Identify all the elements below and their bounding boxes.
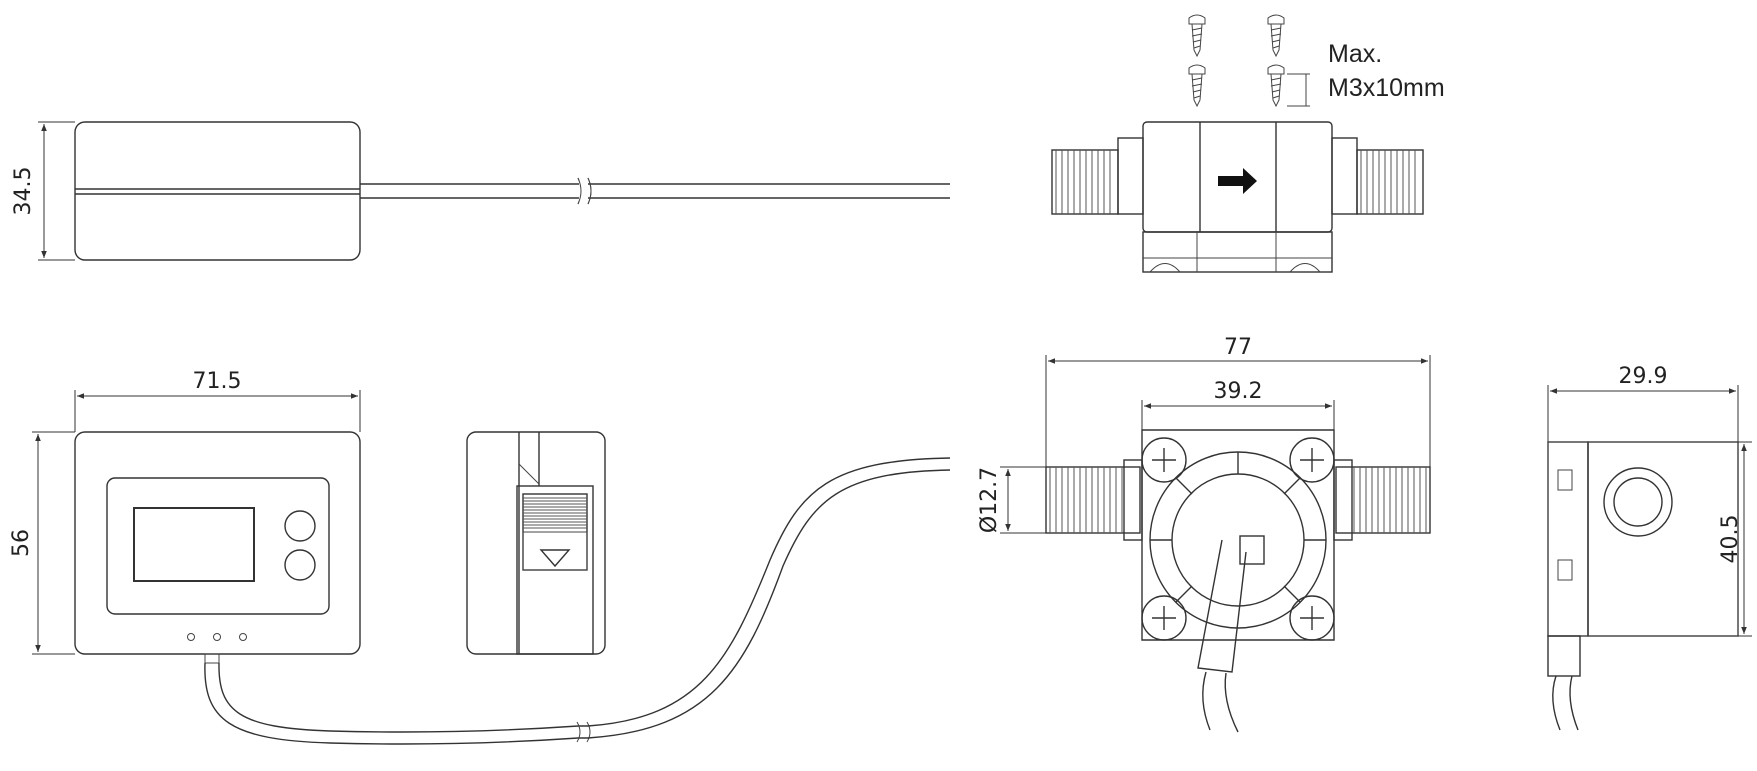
mount-hole-icon	[1289, 595, 1335, 641]
mount-hole-icon	[1141, 595, 1187, 641]
display-side-view	[466, 431, 606, 655]
led-indicator-icon	[239, 633, 247, 641]
dim-side-height: 40.5	[1718, 515, 1743, 564]
screw-note-line1: Max.	[1328, 40, 1382, 68]
dim-sensor-body: 39.2	[1214, 379, 1263, 404]
button-lower-icon	[284, 549, 316, 581]
led-indicator-icon	[213, 633, 221, 641]
mount-hole-icon	[1141, 437, 1187, 483]
mount-hole-icon	[1289, 437, 1335, 483]
display-top-view: 34.5	[11, 121, 950, 261]
led-indicator-icon	[187, 633, 195, 641]
sensor-front-view: 77 39.2 Ø12.7	[977, 335, 1431, 733]
screw-icon	[1188, 64, 1206, 108]
dim-thread-diameter: Ø12.7	[977, 467, 1002, 533]
sensor-top-view: Max. M3x10mm	[1051, 14, 1445, 273]
dim-display-width: 71.5	[193, 369, 242, 394]
lcd-screen	[133, 507, 255, 582]
display-front-view: 71.5 56	[9, 369, 951, 745]
screw-icon	[1188, 14, 1206, 58]
button-upper-icon	[284, 510, 316, 542]
screw-note-line2: M3x10mm	[1328, 74, 1445, 102]
flow-direction-arrow-icon	[1218, 168, 1257, 194]
sensor-side-view: 29.9 40.5	[1547, 364, 1752, 731]
dim-display-height: 34.5	[11, 167, 36, 216]
dim-display-depth: 56	[9, 529, 34, 557]
screw-icon	[1267, 64, 1285, 108]
dim-sensor-length: 77	[1224, 335, 1252, 360]
screw-icon	[1267, 14, 1285, 58]
arrow-down-icon	[539, 549, 571, 568]
dim-side-width: 29.9	[1619, 364, 1668, 389]
